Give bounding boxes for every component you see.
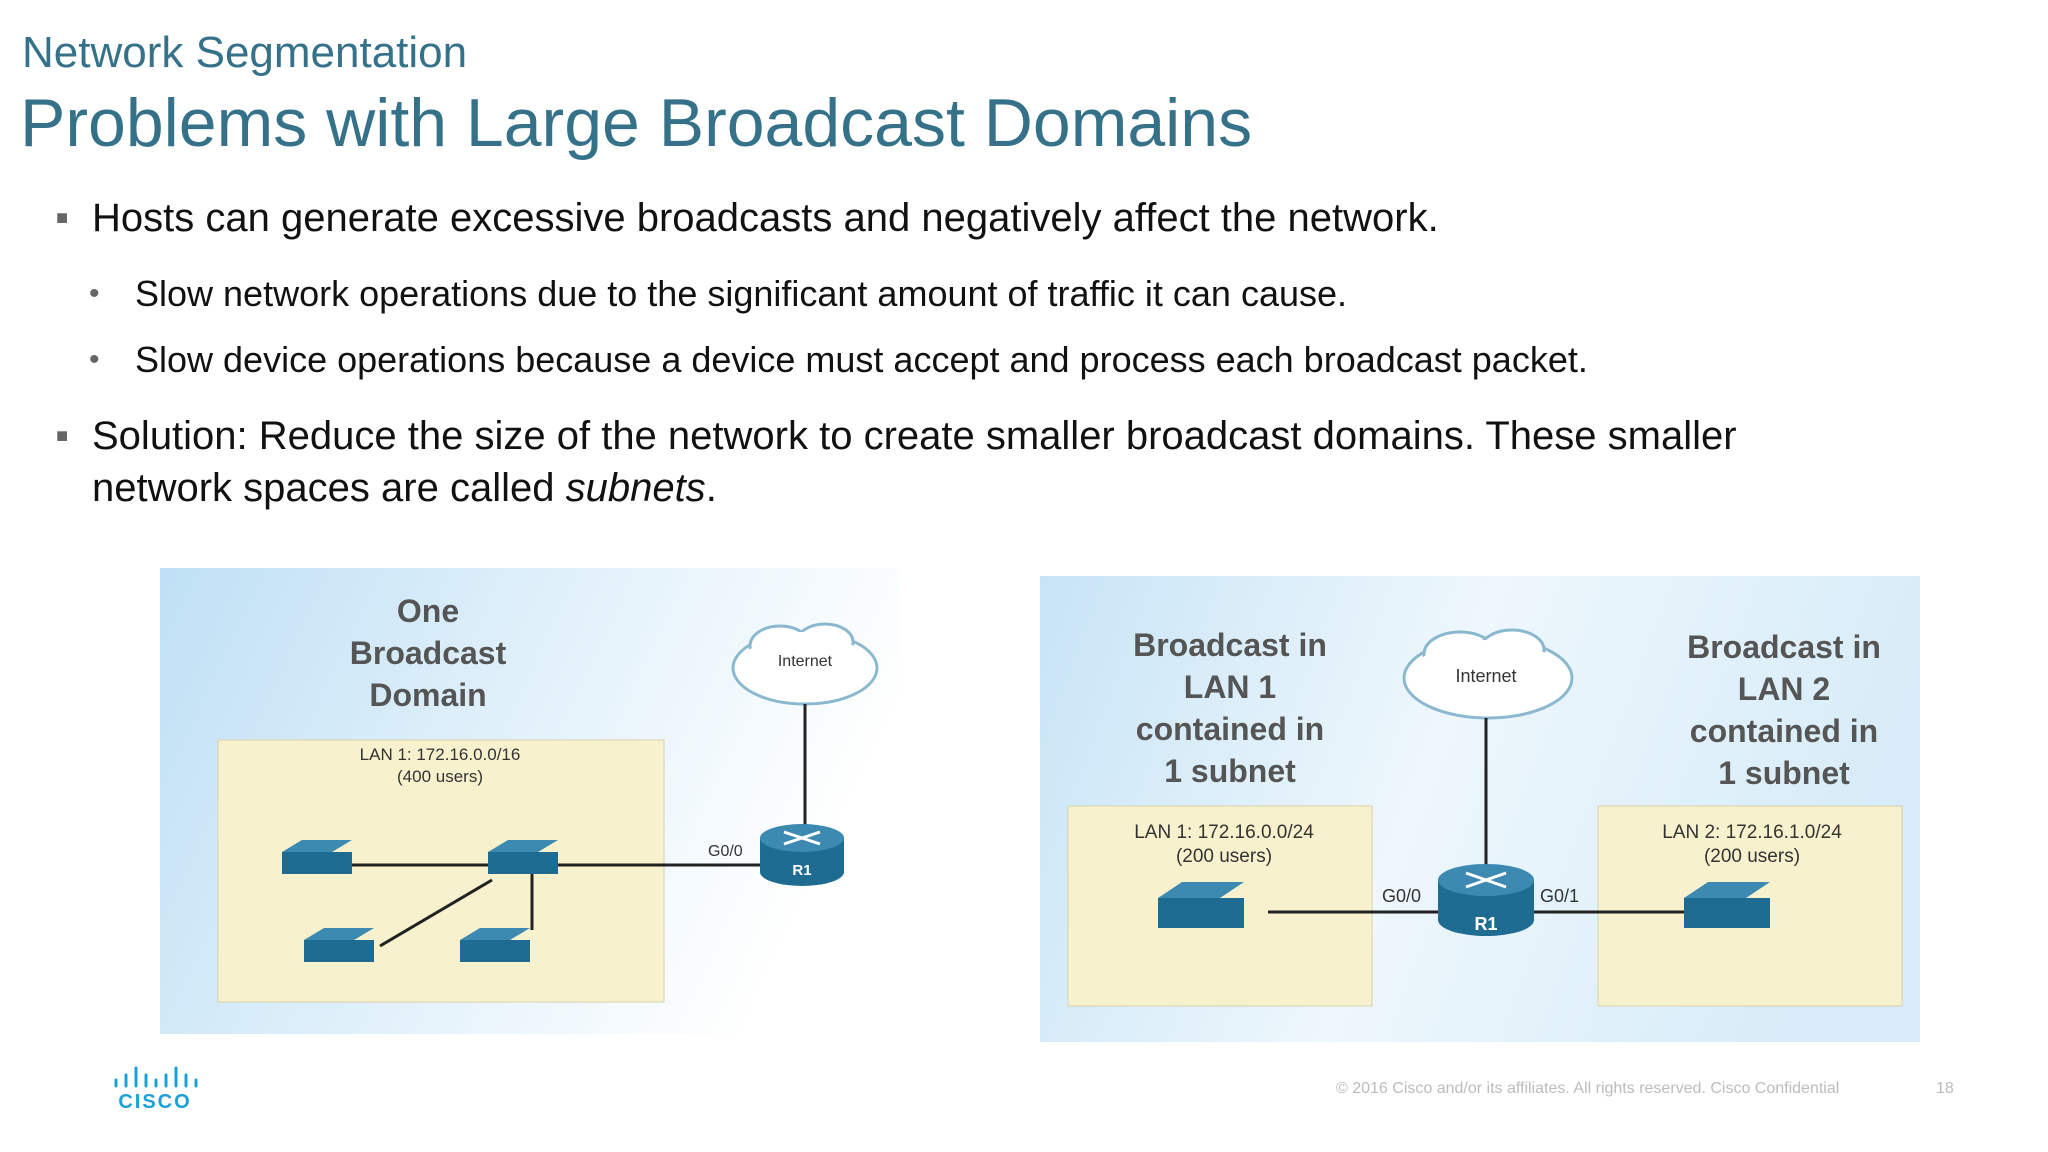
lan2-heading-line-2: LAN 2: [1738, 671, 1830, 707]
page-number: 18: [1936, 1080, 1954, 1097]
square-bullet-icon: ■: [56, 207, 69, 229]
router-label: R1: [1474, 914, 1497, 934]
port-label: G0/0: [708, 843, 743, 860]
lan2-users: (200 users): [1704, 846, 1800, 867]
heading-line-2: Broadcast: [350, 635, 507, 671]
lan-label: LAN 1: 172.16.0.0/16: [360, 745, 521, 764]
lan1-heading-line-1: Broadcast in: [1133, 627, 1327, 663]
dot-bullet-icon: •: [89, 343, 100, 376]
switch-icon: [460, 928, 530, 962]
heading-line-1: One: [397, 593, 459, 629]
port-left-label: G0/0: [1382, 886, 1421, 906]
router-icon: [1438, 864, 1534, 936]
one-broadcast-domain-diagram: One Broadcast Domain LAN 1: 172.16.0.0/1…: [160, 568, 900, 1034]
lan1-label: LAN 1: 172.16.0.0/24: [1134, 822, 1314, 843]
lan1-heading-line-2: LAN 1: [1184, 669, 1276, 705]
lan1-users: (200 users): [1176, 846, 1272, 867]
internet-cloud-icon: [731, 622, 879, 706]
internet-label: Internet: [1455, 666, 1516, 686]
lan1-heading-line-4: 1 subnet: [1164, 753, 1296, 789]
heading-line-3: Domain: [369, 677, 486, 713]
switch-icon: [282, 840, 352, 874]
port-right-label: G0/1: [1540, 886, 1579, 906]
section-title: Network Segmentation: [22, 28, 468, 77]
switch-icon: [1158, 882, 1244, 928]
copyright-text: © 2016 Cisco and/or its affiliates. All …: [1336, 1080, 1840, 1097]
internet-label: Internet: [778, 653, 833, 670]
lan2-heading-line-4: 1 subnet: [1718, 755, 1850, 791]
router-icon: [760, 824, 844, 886]
dot-bullet-icon: •: [89, 277, 100, 310]
switch-icon: [1684, 882, 1770, 928]
switch-icon: [304, 928, 374, 962]
bullet-2: ■ Solution: Reduce the size of the netwo…: [56, 410, 1942, 514]
lan2-heading-line-3: contained in: [1690, 713, 1878, 749]
svg-text:CISCO: CISCO: [118, 1091, 191, 1113]
sub-bullet-1: • Slow network operations due to the sig…: [89, 273, 1348, 314]
square-bullet-icon: ■: [56, 425, 69, 447]
lan2-heading-line-1: Broadcast in: [1687, 629, 1881, 665]
lan1-heading-line-3: contained in: [1136, 711, 1324, 747]
page-title: Problems with Large Broadcast Domains: [20, 85, 1253, 161]
lan-users: (400 users): [397, 767, 483, 786]
subnets-diagram: Broadcast in LAN 1 contained in 1 subnet…: [1040, 576, 1920, 1042]
internet-cloud-icon: [1402, 628, 1574, 720]
router-label: R1: [792, 862, 811, 879]
lan2-label: LAN 2: 172.16.1.0/24: [1662, 822, 1842, 843]
cisco-logo: CISCO: [114, 1066, 198, 1113]
switch-icon: [488, 840, 558, 874]
sub-bullet-2: • Slow device operations because a devic…: [89, 339, 1588, 380]
bullet-1: ■ Hosts can generate excessive broadcast…: [56, 192, 1439, 244]
subnets-term: subnets: [565, 466, 706, 510]
